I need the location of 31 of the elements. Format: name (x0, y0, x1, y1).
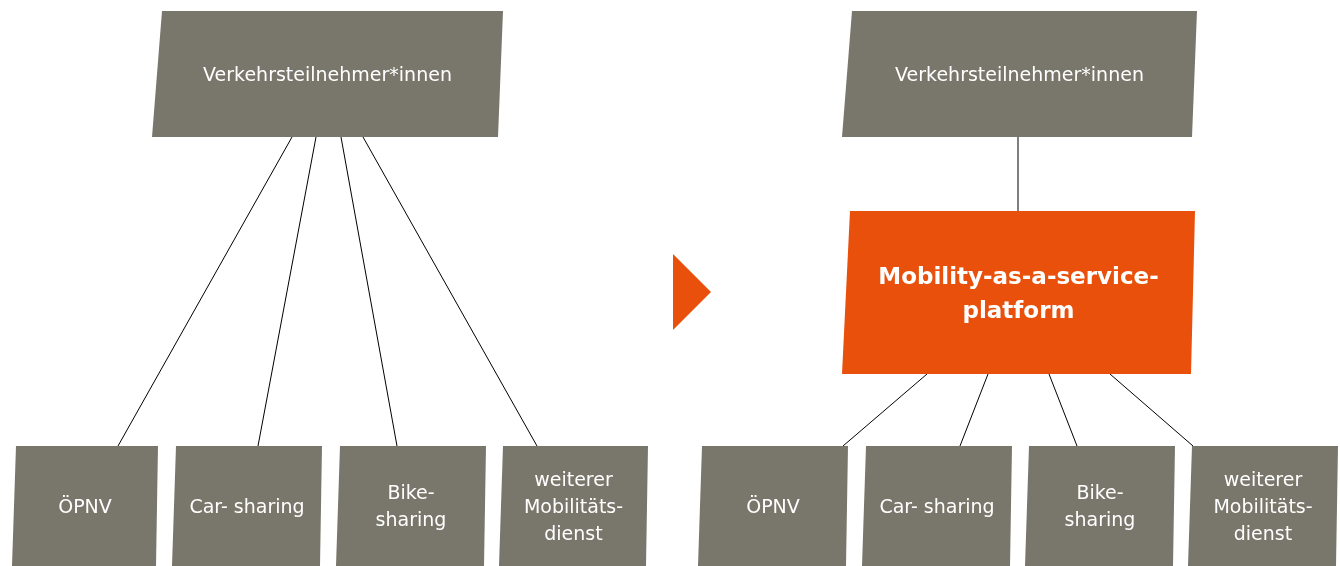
connector-line (362, 136, 538, 447)
service-box (698, 446, 848, 566)
service-box (336, 446, 486, 566)
service-box (172, 446, 322, 566)
platform-box (842, 211, 1195, 374)
node-label: Verkehrsteilnehmer*innen (894, 61, 1145, 87)
connector-line (1048, 373, 1078, 447)
node-label: weiterer Mobilitäts- dienst (522, 466, 625, 546)
node-label: Mobility-as-a-service- platform (877, 261, 1160, 325)
node-label: ÖPNV (745, 493, 801, 519)
service-box (1025, 446, 1175, 566)
node-label: weiterer Mobilitäts- dienst (1212, 466, 1314, 546)
node-label: Car- sharing (878, 493, 996, 519)
node-label: Bike- sharing (374, 480, 448, 532)
connector-line (842, 373, 928, 447)
service-box (862, 446, 1012, 566)
node-label: Verkehrsteilnehmer*innen (202, 61, 453, 87)
connector-line (340, 136, 398, 447)
connector-line (257, 136, 317, 447)
node-label: ÖPNV (57, 493, 113, 519)
connector-line (117, 136, 293, 447)
connector-line (1017, 136, 1019, 212)
node-label: Bike- sharing (1063, 480, 1137, 532)
service-box (1188, 446, 1338, 566)
actor-box (152, 11, 503, 137)
node-label: Car- sharing (188, 493, 306, 519)
service-box (12, 446, 158, 566)
actor-box (842, 11, 1197, 137)
connector-line (959, 373, 989, 447)
connector-line (1109, 373, 1194, 447)
service-box (499, 446, 648, 566)
